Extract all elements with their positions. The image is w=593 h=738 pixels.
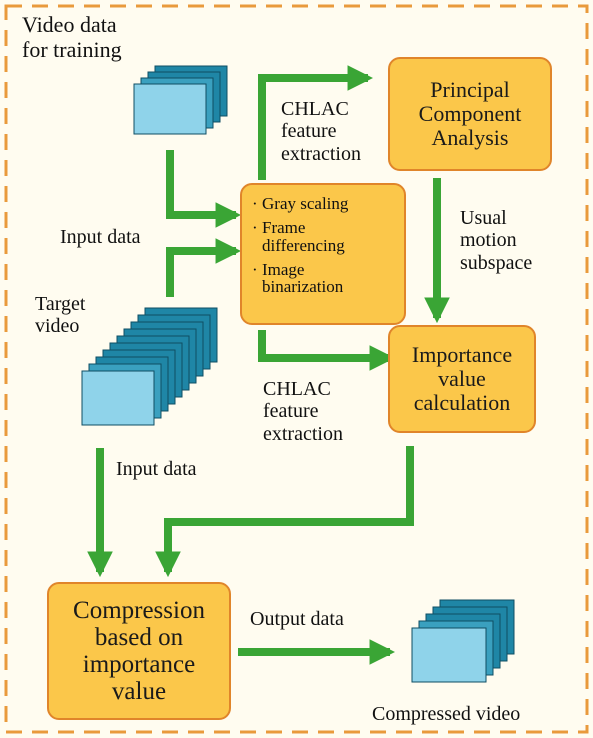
step-label: Frame differencing xyxy=(262,217,345,255)
step-frame-differencing: · Frame differencing xyxy=(252,217,398,255)
pca-box-text: Principal Component Analysis xyxy=(418,76,522,151)
compressed-video-label: Compressed video xyxy=(372,703,521,725)
output-data-label: Output data xyxy=(250,608,344,630)
step-bullet: · xyxy=(252,259,258,279)
step-bullet: · xyxy=(252,217,258,237)
importance-box: Importance value calculation xyxy=(388,325,536,433)
preprocessing-box: · Gray scaling · Frame differencing · Im… xyxy=(240,183,406,325)
training-video-label: Video data for training xyxy=(22,12,122,62)
step-label: Image binarization xyxy=(262,259,344,297)
usual-motion-subspace-label: Usual motion subspace xyxy=(460,207,533,274)
arrow-chlac-to-pca xyxy=(258,65,374,180)
target-video-icon xyxy=(81,307,218,426)
training-video-icon xyxy=(133,65,228,135)
input-data-label-top: Input data xyxy=(60,226,141,248)
compression-box: Compression based on importance value xyxy=(47,582,231,720)
input-data-label-bottom: Input data xyxy=(116,458,197,480)
step-bullet: · xyxy=(252,194,258,213)
chlac-label-top: CHLAC feature extraction xyxy=(281,98,361,165)
arrow-training-to-preprocess xyxy=(166,150,242,228)
arrow-importance-to-compression xyxy=(155,446,414,578)
pca-box: Principal Component Analysis xyxy=(388,57,552,171)
arrow-target-to-preprocess xyxy=(166,238,242,297)
step-image-binarization: · Image binarization xyxy=(252,259,398,297)
importance-box-text: Importance value calculation xyxy=(411,341,513,416)
dashed-border xyxy=(4,4,589,734)
step-gray-scaling: · Gray scaling xyxy=(252,195,398,213)
arrow-chlac-to-importance xyxy=(258,330,396,371)
step-label: Gray scaling xyxy=(262,194,349,213)
chlac-label-bottom: CHLAC feature extraction xyxy=(263,378,343,445)
compression-box-text: Compression based on importance value xyxy=(73,597,205,705)
target-video-label: Target video xyxy=(35,293,86,338)
compressed-video-icon xyxy=(411,599,515,683)
